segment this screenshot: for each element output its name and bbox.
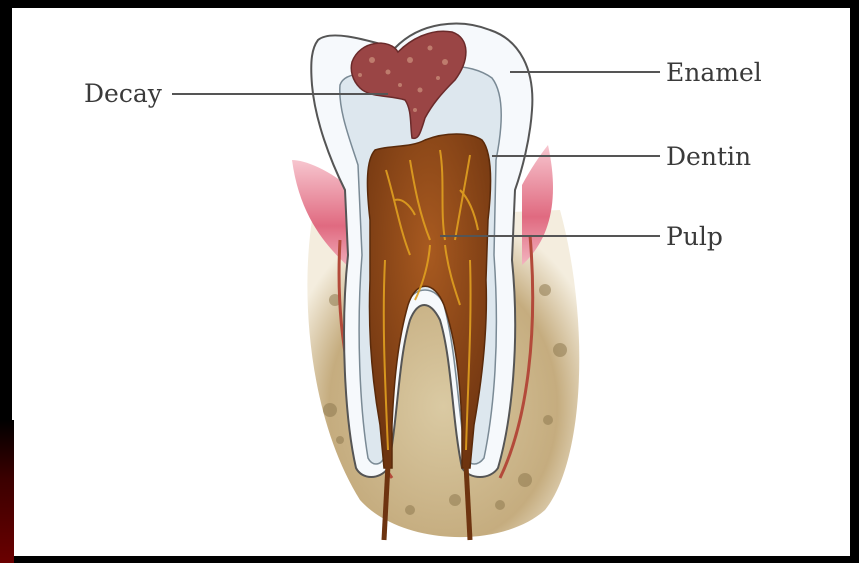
enamel-label: Enamel xyxy=(666,58,762,87)
dentin-label: Dentin xyxy=(666,142,751,171)
pulp-label: Pulp xyxy=(666,222,723,251)
decay-label: Decay xyxy=(84,79,163,108)
